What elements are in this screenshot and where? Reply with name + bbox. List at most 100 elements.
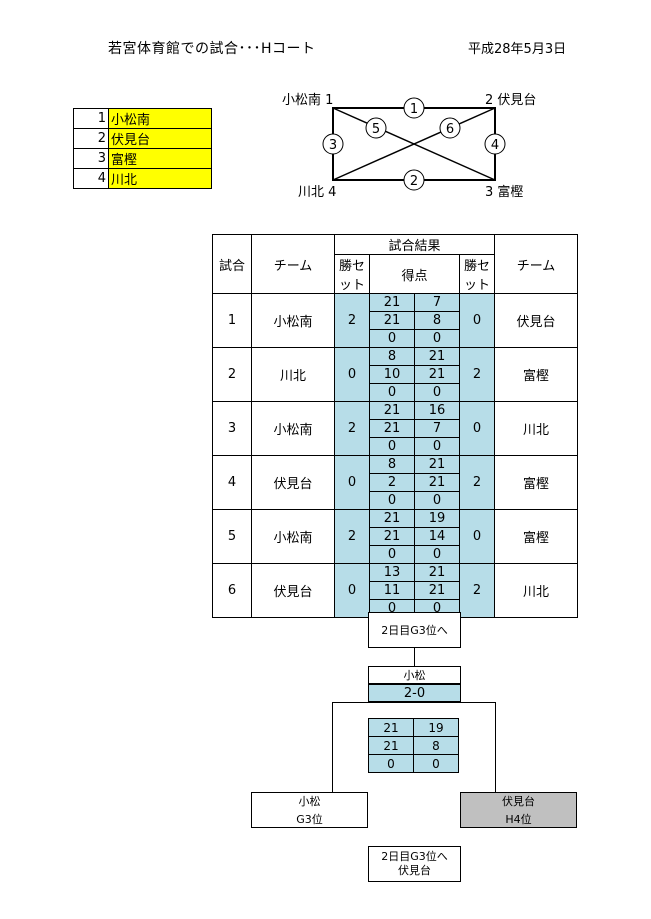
sets-right: 0 bbox=[459, 293, 495, 348]
point-left: 21 bbox=[369, 419, 415, 438]
point-left: 21 bbox=[369, 509, 415, 528]
point-left: 0 bbox=[369, 437, 415, 456]
header-team: チーム bbox=[251, 234, 335, 294]
match-number: 6 bbox=[212, 563, 252, 618]
match-marker-2: 2 bbox=[403, 169, 425, 191]
set-score: 0 bbox=[368, 754, 414, 773]
team-right: 川北 bbox=[494, 401, 578, 456]
bracket-line bbox=[332, 702, 496, 703]
set-score: 21 bbox=[368, 718, 414, 737]
match-number: 5 bbox=[212, 509, 252, 564]
team-name: 小松南 bbox=[108, 108, 212, 129]
set-score: 0 bbox=[413, 754, 459, 773]
team-right: 川北 bbox=[494, 563, 578, 618]
point-left: 8 bbox=[369, 455, 415, 474]
right-team-name: 伏見台 bbox=[502, 795, 535, 808]
corner-label-bottom-right: 3 富樫 bbox=[485, 184, 523, 200]
team-left: 川北 bbox=[251, 347, 335, 402]
bottom-label-line2: 伏見台 bbox=[398, 864, 431, 877]
match-marker-5: 5 bbox=[365, 117, 387, 139]
svg-text:5: 5 bbox=[372, 122, 380, 137]
point-left: 0 bbox=[369, 545, 415, 564]
svg-text:2: 2 bbox=[410, 174, 418, 189]
match-number: 1 bbox=[212, 293, 252, 348]
bracket-score: 2-0 bbox=[368, 684, 461, 702]
match-marker-4: 4 bbox=[484, 133, 506, 155]
set-score: 8 bbox=[413, 736, 459, 755]
team-left: 伏見台 bbox=[251, 455, 335, 510]
point-left: 10 bbox=[369, 365, 415, 384]
bracket-left-team: 小松 G3位 bbox=[251, 792, 368, 828]
point-right: 21 bbox=[414, 563, 460, 582]
point-left: 21 bbox=[369, 401, 415, 420]
team-right: 富樫 bbox=[494, 509, 578, 564]
point-left: 21 bbox=[369, 311, 415, 330]
point-left: 2 bbox=[369, 473, 415, 492]
point-right: 19 bbox=[414, 509, 460, 528]
point-right: 21 bbox=[414, 347, 460, 366]
point-right: 8 bbox=[414, 311, 460, 330]
team-name: 富樫 bbox=[108, 148, 212, 169]
team-num: 2 bbox=[73, 128, 109, 149]
sets-left: 0 bbox=[334, 455, 370, 510]
diagonal-line bbox=[332, 107, 496, 181]
set-score: 19 bbox=[413, 718, 459, 737]
point-left: 0 bbox=[369, 383, 415, 402]
team-num: 1 bbox=[73, 108, 109, 129]
match-number: 3 bbox=[212, 401, 252, 456]
page-date: 平成28年5月3日 bbox=[468, 42, 567, 57]
team-right: 富樫 bbox=[494, 455, 578, 510]
point-left: 13 bbox=[369, 563, 415, 582]
point-right: 16 bbox=[414, 401, 460, 420]
team-right: 富樫 bbox=[494, 347, 578, 402]
point-right: 7 bbox=[414, 293, 460, 312]
svg-text:6: 6 bbox=[446, 122, 454, 137]
svg-text:4: 4 bbox=[491, 138, 499, 153]
corner-label-bottom-left: 川北 4 bbox=[298, 185, 336, 200]
team-left: 小松南 bbox=[251, 509, 335, 564]
sets-left: 0 bbox=[334, 563, 370, 618]
point-left: 8 bbox=[369, 347, 415, 366]
match-marker-6: 6 bbox=[439, 117, 461, 139]
point-right: 0 bbox=[414, 329, 460, 348]
point-right: 21 bbox=[414, 581, 460, 600]
header-result: 試合結果 bbox=[334, 234, 495, 255]
point-right: 21 bbox=[414, 473, 460, 492]
match-number: 2 bbox=[212, 347, 252, 402]
header-points: 得点 bbox=[369, 254, 460, 294]
point-left: 0 bbox=[369, 491, 415, 510]
court-diagram: 1 2 3 4 5 6 小松南 1 2 伏見台 川北 4 3 富樫 bbox=[282, 92, 536, 200]
svg-text:1: 1 bbox=[410, 102, 418, 117]
header-sets: 勝セット bbox=[334, 254, 370, 294]
sets-left: 2 bbox=[334, 293, 370, 348]
bracket-line bbox=[332, 702, 333, 792]
bracket-right-team: 伏見台 H4位 bbox=[460, 792, 577, 828]
point-right: 7 bbox=[414, 419, 460, 438]
point-right: 0 bbox=[414, 383, 460, 402]
sets-right: 0 bbox=[459, 509, 495, 564]
right-team-rank: H4位 bbox=[505, 813, 532, 826]
sets-left: 2 bbox=[334, 509, 370, 564]
bracket-winner: 小松 bbox=[368, 666, 461, 684]
point-right: 14 bbox=[414, 527, 460, 546]
bracket-line bbox=[414, 648, 415, 666]
